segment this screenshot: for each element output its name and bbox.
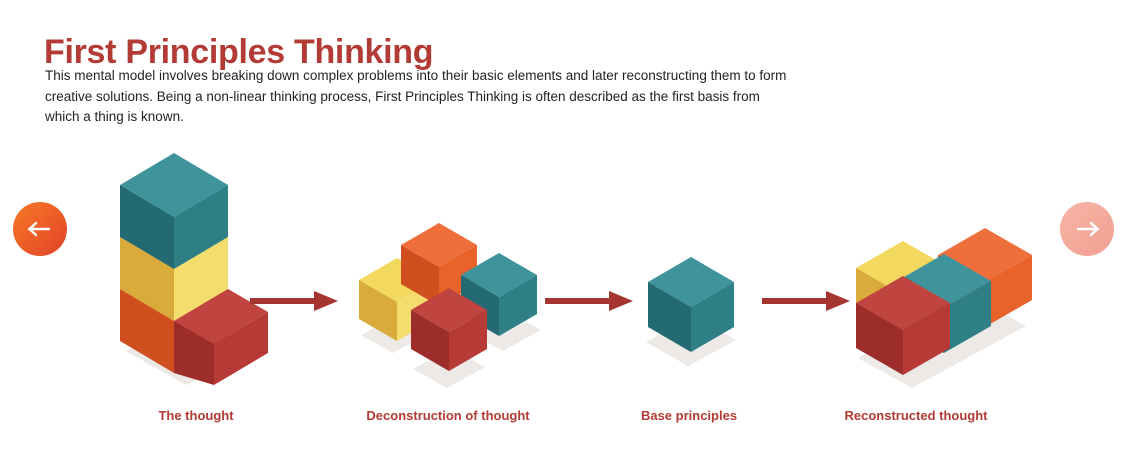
next-slide-button[interactable] [1060,202,1114,256]
flow-arrow-1 [250,288,338,314]
previous-slide-button[interactable] [13,202,67,256]
diagram-step-base-principles[interactable] [640,250,746,366]
cube-teal-single [648,257,734,352]
description-line-3: which a thing is known. [45,109,184,124]
diagram-step-reconstructed[interactable] [848,228,1038,390]
step-label-reconstructed: Reconstructed thought [844,408,988,423]
step-label-the-thought: The thought [158,408,234,423]
cube-red-front [856,276,950,375]
diagram-step-deconstruction[interactable] [355,223,545,388]
cube-teal [461,253,537,336]
diagram-step-the-thought[interactable] [108,153,268,385]
description-line-2: creative solutions. Being a non-linear t… [45,88,760,104]
arrow-right-icon [1074,220,1100,238]
process-diagram [0,153,1124,425]
cube-orange [401,223,477,306]
page-description: This mental model involves breaking down… [45,66,1045,128]
arrow-left-icon [27,220,53,238]
description-line-1: This mental model involves breaking down… [45,68,787,83]
cube-teal-top [120,153,228,269]
flow-arrow-3 [762,288,850,314]
flow-arrow-2 [545,288,633,314]
step-label-deconstruction: Deconstruction of thought [366,408,530,423]
cube-red-front [174,289,268,385]
page-title: First Principles Thinking [44,32,434,71]
step-label-base-principles: Base principles [640,408,738,423]
cube-red [411,288,487,371]
